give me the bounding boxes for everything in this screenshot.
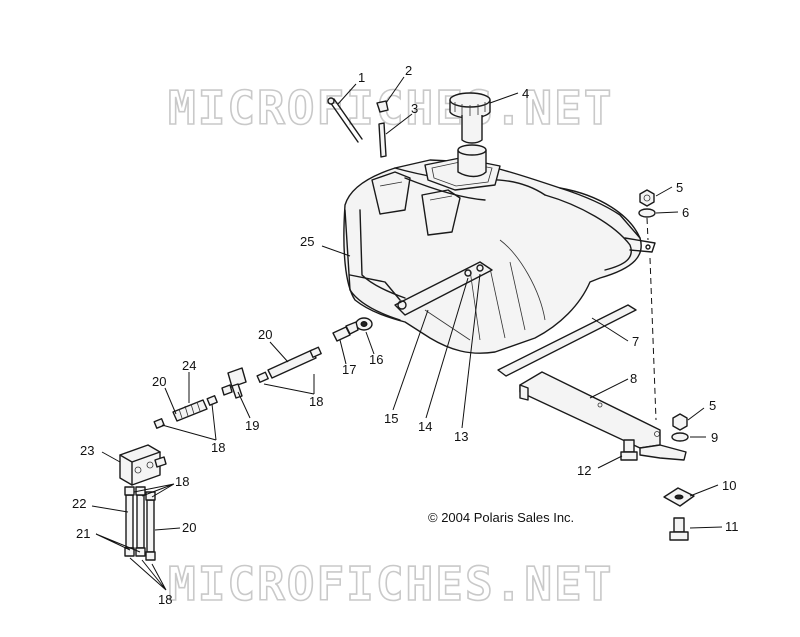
callout-10: 10 xyxy=(722,478,736,493)
filler-neck xyxy=(457,144,487,178)
fuel-pump xyxy=(119,444,167,486)
mounting-axis-upper xyxy=(646,217,649,241)
callout-6: 6 xyxy=(682,205,689,220)
callout-22: 22 xyxy=(72,496,86,511)
callout-9: 9 xyxy=(711,430,718,445)
callout-2: 2 xyxy=(405,63,412,78)
pump-hoses xyxy=(124,486,156,561)
callout-15: 15 xyxy=(384,411,398,426)
bolt-11 xyxy=(669,517,689,541)
callout-20a: 20 xyxy=(258,327,272,342)
callout-labels: 1 2 3 4 5 6 25 7 20 24 20 17 16 8 18 19 … xyxy=(72,63,739,607)
washer-lower xyxy=(671,432,689,442)
vent-tube xyxy=(378,122,387,158)
fuel-tank xyxy=(343,157,656,354)
rubber-pad-hole xyxy=(674,494,684,500)
hose-clamp-d xyxy=(153,418,165,429)
callout-17: 17 xyxy=(342,362,356,377)
vent-hose-end xyxy=(327,97,335,105)
callout-4: 4 xyxy=(522,86,529,101)
watermark-top: MICROFICHES.NET xyxy=(168,81,613,135)
callout-8: 8 xyxy=(630,371,637,386)
callout-21: 21 xyxy=(76,526,90,541)
hose-clamp-c xyxy=(206,395,218,406)
watermark-bottom: MICROFICHES.NET xyxy=(168,557,613,611)
callout-5b: 5 xyxy=(709,398,716,413)
washer-upper xyxy=(638,208,656,218)
callout-16: 16 xyxy=(369,352,383,367)
copyright-notice: © 2004 Polaris Sales Inc. xyxy=(428,510,575,525)
callout-20b: 20 xyxy=(152,374,166,389)
vent-hose xyxy=(329,98,363,143)
callout-7: 7 xyxy=(632,334,639,349)
nut-lower xyxy=(672,413,688,431)
callout-18a: 18 xyxy=(309,394,323,409)
callout-23: 23 xyxy=(80,443,94,458)
leader-lines xyxy=(91,76,723,591)
corrugated-hose xyxy=(172,399,208,422)
grommet xyxy=(355,317,373,331)
callout-13: 13 xyxy=(454,429,468,444)
hose-clamp-b xyxy=(309,346,322,358)
fuel-fitting xyxy=(332,321,359,342)
callout-24: 24 xyxy=(182,358,196,373)
callout-12: 12 xyxy=(577,463,591,478)
callout-1: 1 xyxy=(358,70,365,85)
callout-20c: 20 xyxy=(182,520,196,535)
callout-5a: 5 xyxy=(676,180,683,195)
tank-bracket xyxy=(519,371,687,461)
callout-18b: 18 xyxy=(211,440,225,455)
fuel-hose-upper xyxy=(267,349,317,379)
callout-11: 11 xyxy=(725,519,739,534)
callout-19: 19 xyxy=(245,418,259,433)
fuel-valve xyxy=(221,367,247,399)
mounting-axis xyxy=(649,257,657,421)
bolt-12 xyxy=(620,439,638,461)
callout-14: 14 xyxy=(418,419,432,434)
callout-18c: 18 xyxy=(175,474,189,489)
callout-18d: 18 xyxy=(158,592,172,607)
hose-clamp-a xyxy=(256,371,269,383)
hose-clip xyxy=(376,100,389,113)
fuel-cap xyxy=(449,92,491,144)
callout-25: 25 xyxy=(300,234,314,249)
callout-3: 3 xyxy=(411,101,418,116)
nut-upper xyxy=(639,189,655,207)
tank-strap-pad xyxy=(497,304,637,377)
